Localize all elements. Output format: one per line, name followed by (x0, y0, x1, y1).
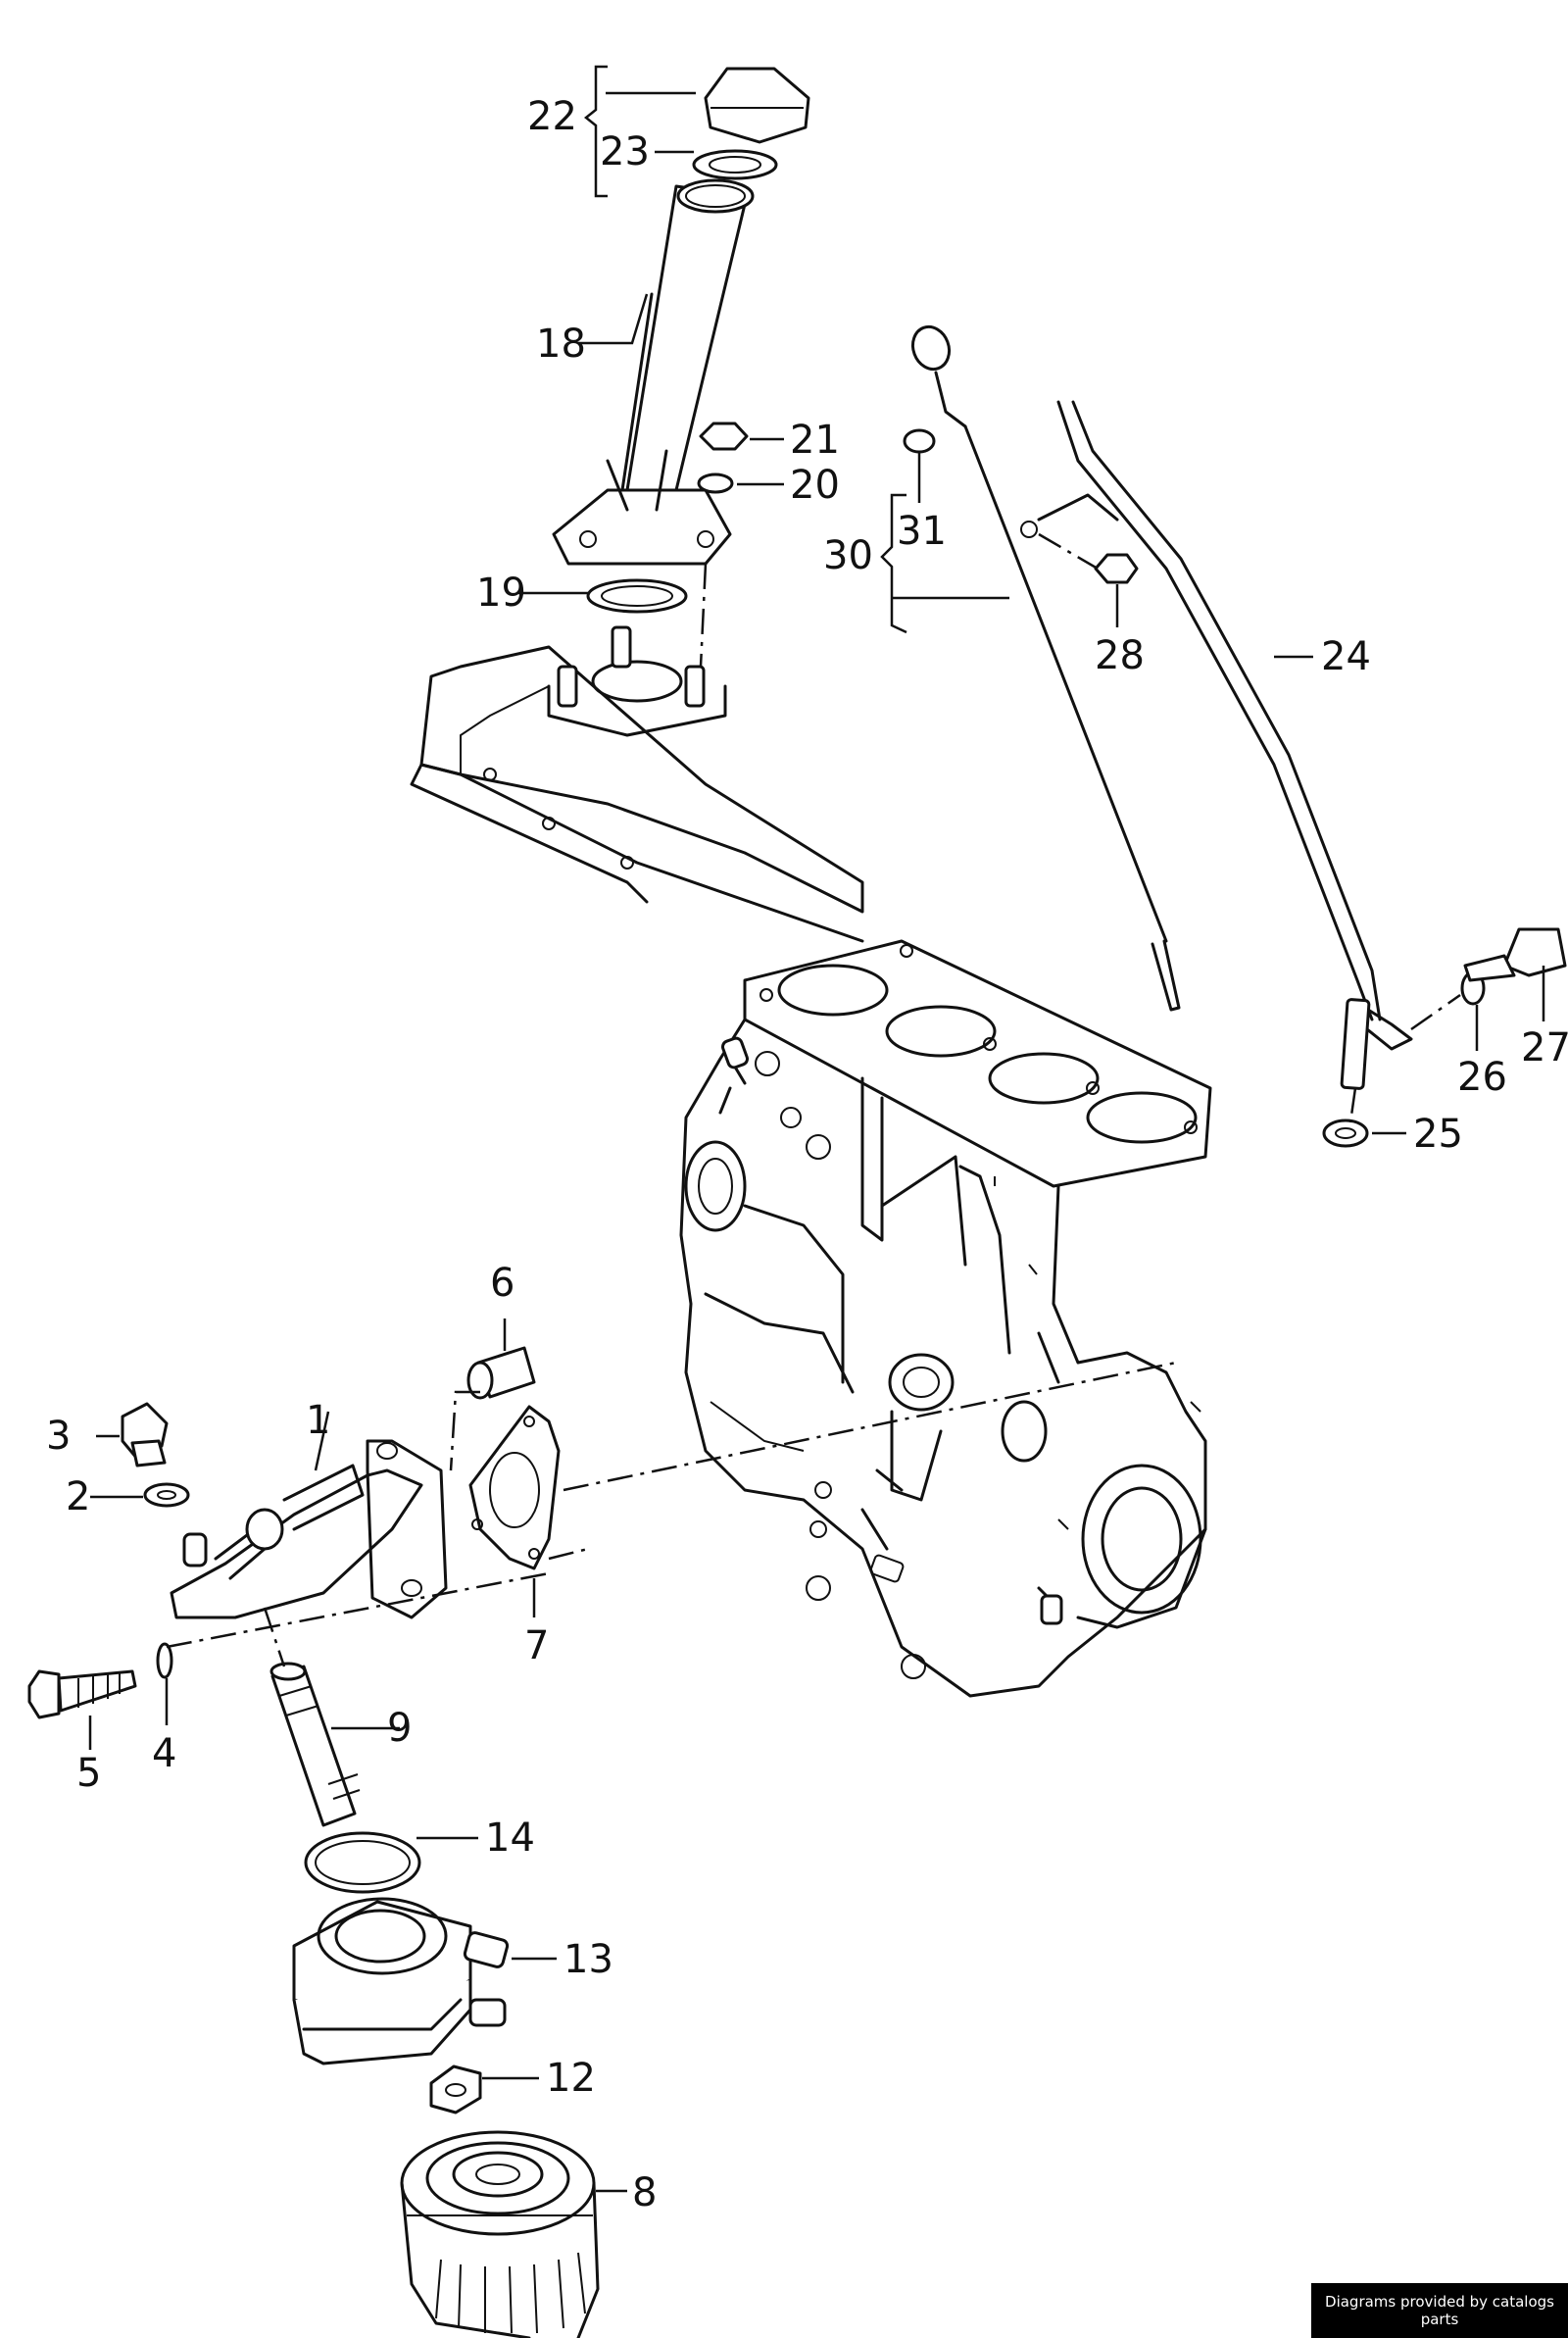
o-ring-small (156, 1642, 173, 1679)
oil-filter-bracket (170, 1439, 448, 1619)
flange-gasket (468, 1405, 561, 1570)
engine-block (679, 939, 1212, 1698)
drain-plug (121, 1402, 169, 1467)
mounting-bolt (27, 1669, 137, 1719)
lock-nut (429, 2064, 482, 2114)
bracket-30 (880, 493, 907, 634)
callout-22: 22 (527, 94, 577, 139)
callout-14: 14 (485, 1816, 535, 1861)
seal-ring-lower (1322, 1119, 1369, 1148)
hex-nut-small (697, 422, 749, 494)
hex-nut-guide (1094, 553, 1139, 584)
hollow-bolt (270, 1662, 361, 1827)
callout-25: 25 (1413, 1112, 1463, 1157)
callout-18: 18 (536, 322, 586, 367)
drain-plug-seal (143, 1482, 190, 1508)
callout-26: 26 (1457, 1055, 1507, 1100)
cylinder-head-cover (410, 625, 864, 943)
callout-30: 30 (823, 533, 873, 578)
plug-sleeve (466, 1346, 536, 1400)
callout-20: 20 (790, 463, 840, 508)
oil-dipstick (903, 324, 1181, 1012)
callout-31: 31 (897, 509, 947, 554)
callout-3: 3 (46, 1414, 71, 1459)
filter-seal-ring (304, 1831, 421, 1894)
bolt-guide (1463, 927, 1567, 982)
callout-12: 12 (546, 2056, 596, 2101)
oil-cooler (292, 1897, 510, 2065)
callout-19: 19 (476, 571, 526, 616)
callout-5: 5 (76, 1751, 101, 1796)
callout-21: 21 (790, 418, 840, 463)
callout-2: 2 (66, 1474, 90, 1519)
callout-28: 28 (1095, 633, 1145, 678)
oil-filter (400, 2130, 600, 2338)
callout-24: 24 (1321, 634, 1371, 679)
leader-lines (88, 91, 1545, 2193)
callout-4: 4 (152, 1731, 176, 1776)
dipstick-guide-tube (1020, 400, 1413, 1090)
callout-23: 23 (600, 129, 650, 174)
callout-13: 13 (564, 1937, 613, 1982)
callout-6: 6 (490, 1261, 514, 1306)
callout-8: 8 (632, 2170, 657, 2215)
callout-7: 7 (524, 1623, 549, 1668)
diagram-credit: Diagrams provided by catalogs parts (1311, 2283, 1568, 2338)
filler-neck-gasket (586, 578, 688, 614)
bracket-22 (583, 65, 608, 198)
callout-27: 27 (1521, 1025, 1568, 1070)
oil-filler-neck (552, 178, 755, 566)
callout-1: 1 (306, 1398, 330, 1443)
oil-filler-cap (692, 67, 810, 180)
callout-9: 9 (387, 1706, 412, 1751)
